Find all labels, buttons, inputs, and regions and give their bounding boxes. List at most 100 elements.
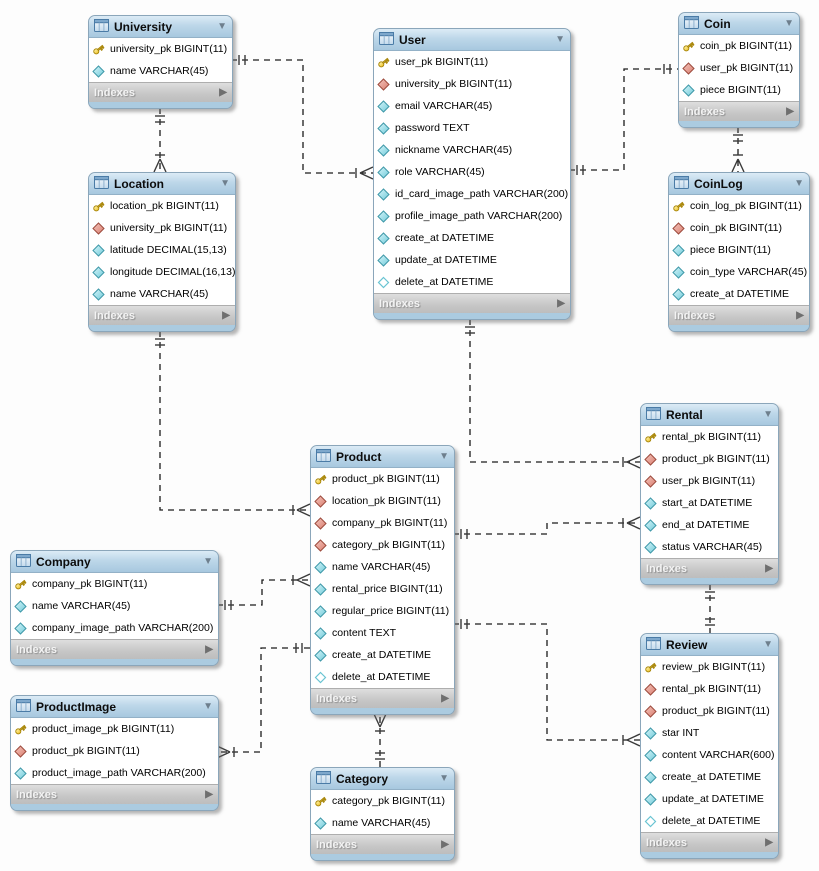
column-row[interactable]: email VARCHAR(45) bbox=[374, 95, 570, 117]
column-row[interactable]: company_image_path VARCHAR(200) bbox=[11, 617, 218, 639]
table-university[interactable]: University▼university_pk BIGINT(11)name … bbox=[88, 15, 233, 109]
column-row[interactable]: user_pk BIGINT(11) bbox=[374, 51, 570, 73]
column-row[interactable]: coin_log_pk BIGINT(11) bbox=[669, 195, 809, 217]
column-row[interactable]: product_pk BIGINT(11) bbox=[641, 700, 778, 722]
column-row[interactable]: location_pk BIGINT(11) bbox=[89, 195, 235, 217]
table-header[interactable]: Coin▼ bbox=[679, 13, 799, 35]
expand-arrow-icon[interactable]: ▶ bbox=[441, 838, 449, 850]
table-location[interactable]: Location▼location_pk BIGINT(11)universit… bbox=[88, 172, 236, 332]
collapse-arrow-icon[interactable]: ▼ bbox=[217, 20, 227, 32]
column-row[interactable]: delete_at DATETIME bbox=[374, 271, 570, 293]
column-row[interactable]: create_at DATETIME bbox=[311, 644, 454, 666]
expand-arrow-icon[interactable]: ▶ bbox=[222, 309, 230, 321]
column-row[interactable]: create_at DATETIME bbox=[669, 283, 809, 305]
column-row[interactable]: category_pk BIGINT(11) bbox=[311, 790, 454, 812]
indexes-bar[interactable]: Indexes▶ bbox=[641, 558, 778, 578]
collapse-arrow-icon[interactable]: ▼ bbox=[784, 17, 794, 29]
column-row[interactable]: delete_at DATETIME bbox=[641, 810, 778, 832]
column-row[interactable]: content TEXT bbox=[311, 622, 454, 644]
relationship-product-rental[interactable] bbox=[453, 516, 641, 539]
expand-arrow-icon[interactable]: ▶ bbox=[765, 836, 773, 848]
expand-arrow-icon[interactable]: ▶ bbox=[441, 692, 449, 704]
column-row[interactable]: product_image_pk BIGINT(11) bbox=[11, 718, 218, 740]
column-row[interactable]: review_pk BIGINT(11) bbox=[641, 656, 778, 678]
column-row[interactable]: product_pk BIGINT(11) bbox=[11, 740, 218, 762]
column-row[interactable]: name VARCHAR(45) bbox=[311, 812, 454, 834]
column-row[interactable]: rental_price BIGINT(11) bbox=[311, 578, 454, 600]
relationship-product-review[interactable] bbox=[453, 619, 641, 747]
column-row[interactable]: coin_type VARCHAR(45) bbox=[669, 261, 809, 283]
column-row[interactable]: delete_at DATETIME bbox=[311, 666, 454, 688]
column-row[interactable]: end_at DATETIME bbox=[641, 514, 778, 536]
column-row[interactable]: coin_pk BIGINT(11) bbox=[679, 35, 799, 57]
indexes-bar[interactable]: Indexes▶ bbox=[89, 82, 232, 102]
column-row[interactable]: longitude DECIMAL(16,13) bbox=[89, 261, 235, 283]
indexes-bar[interactable]: Indexes▶ bbox=[89, 305, 235, 325]
column-row[interactable]: name VARCHAR(45) bbox=[89, 283, 235, 305]
table-product[interactable]: Product▼product_pk BIGINT(11)location_pk… bbox=[310, 445, 455, 715]
relationship-product-productimage[interactable] bbox=[216, 643, 310, 759]
column-row[interactable]: name VARCHAR(45) bbox=[311, 556, 454, 578]
column-row[interactable]: university_pk BIGINT(11) bbox=[89, 217, 235, 239]
column-row[interactable]: company_pk BIGINT(11) bbox=[311, 512, 454, 534]
expand-arrow-icon[interactable]: ▶ bbox=[219, 86, 227, 98]
table-header[interactable]: Location▼ bbox=[89, 173, 235, 195]
table-header[interactable]: Product▼ bbox=[311, 446, 454, 468]
relationship-coin-coinlog[interactable] bbox=[731, 127, 745, 173]
collapse-arrow-icon[interactable]: ▼ bbox=[763, 408, 773, 420]
indexes-bar[interactable]: Indexes▶ bbox=[311, 834, 454, 854]
column-row[interactable]: company_pk BIGINT(11) bbox=[11, 573, 218, 595]
relationship-user-coin[interactable] bbox=[569, 64, 678, 175]
column-row[interactable]: coin_pk BIGINT(11) bbox=[669, 217, 809, 239]
column-row[interactable]: status VARCHAR(45) bbox=[641, 536, 778, 558]
column-row[interactable]: update_at DATETIME bbox=[641, 788, 778, 810]
collapse-arrow-icon[interactable]: ▼ bbox=[763, 638, 773, 650]
table-review[interactable]: Review▼review_pk BIGINT(11)rental_pk BIG… bbox=[640, 633, 779, 859]
column-row[interactable]: id_card_image_path VARCHAR(200) bbox=[374, 183, 570, 205]
column-row[interactable]: piece BIGINT(11) bbox=[669, 239, 809, 261]
indexes-bar[interactable]: Indexes▶ bbox=[311, 688, 454, 708]
column-row[interactable]: update_at DATETIME bbox=[374, 249, 570, 271]
table-header[interactable]: CoinLog▼ bbox=[669, 173, 809, 195]
column-row[interactable]: university_pk BIGINT(11) bbox=[89, 38, 232, 60]
table-coinlog[interactable]: CoinLog▼coin_log_pk BIGINT(11)coin_pk BI… bbox=[668, 172, 810, 332]
column-row[interactable]: location_pk BIGINT(11) bbox=[311, 490, 454, 512]
column-row[interactable]: category_pk BIGINT(11) bbox=[311, 534, 454, 556]
column-row[interactable]: regular_price BIGINT(11) bbox=[311, 600, 454, 622]
column-row[interactable]: nickname VARCHAR(45) bbox=[374, 139, 570, 161]
table-header[interactable]: ProductImage▼ bbox=[11, 696, 218, 718]
column-row[interactable]: name VARCHAR(45) bbox=[11, 595, 218, 617]
column-row[interactable]: create_at DATETIME bbox=[641, 766, 778, 788]
table-header[interactable]: Company▼ bbox=[11, 551, 218, 573]
column-row[interactable]: password TEXT bbox=[374, 117, 570, 139]
column-row[interactable]: star INT bbox=[641, 722, 778, 744]
table-header[interactable]: Review▼ bbox=[641, 634, 778, 656]
indexes-bar[interactable]: Indexes▶ bbox=[641, 832, 778, 852]
table-header[interactable]: User▼ bbox=[374, 29, 570, 51]
column-row[interactable]: latitude DECIMAL(15,13) bbox=[89, 239, 235, 261]
column-row[interactable]: user_pk BIGINT(11) bbox=[679, 57, 799, 79]
table-user[interactable]: User▼user_pk BIGINT(11)university_pk BIG… bbox=[373, 28, 571, 320]
collapse-arrow-icon[interactable]: ▼ bbox=[439, 450, 449, 462]
indexes-bar[interactable]: Indexes▶ bbox=[679, 101, 799, 121]
expand-arrow-icon[interactable]: ▶ bbox=[205, 643, 213, 655]
expand-arrow-icon[interactable]: ▶ bbox=[205, 788, 213, 800]
expand-arrow-icon[interactable]: ▶ bbox=[786, 105, 794, 117]
table-header[interactable]: Rental▼ bbox=[641, 404, 778, 426]
table-header[interactable]: Category▼ bbox=[311, 768, 454, 790]
column-row[interactable]: rental_pk BIGINT(11) bbox=[641, 426, 778, 448]
relationship-university-user[interactable] bbox=[231, 55, 374, 180]
column-row[interactable]: product_pk BIGINT(11) bbox=[311, 468, 454, 490]
column-row[interactable]: profile_image_path VARCHAR(200) bbox=[374, 205, 570, 227]
indexes-bar[interactable]: Indexes▶ bbox=[11, 784, 218, 804]
column-row[interactable]: content VARCHAR(600) bbox=[641, 744, 778, 766]
column-row[interactable]: piece BIGINT(11) bbox=[679, 79, 799, 101]
collapse-arrow-icon[interactable]: ▼ bbox=[220, 177, 230, 189]
expand-arrow-icon[interactable]: ▶ bbox=[765, 562, 773, 574]
indexes-bar[interactable]: Indexes▶ bbox=[374, 293, 570, 313]
expand-arrow-icon[interactable]: ▶ bbox=[557, 297, 565, 309]
relationship-rental-review[interactable] bbox=[705, 584, 715, 633]
collapse-arrow-icon[interactable]: ▼ bbox=[555, 33, 565, 45]
table-productimage[interactable]: ProductImage▼product_image_pk BIGINT(11)… bbox=[10, 695, 219, 811]
collapse-arrow-icon[interactable]: ▼ bbox=[439, 772, 449, 784]
